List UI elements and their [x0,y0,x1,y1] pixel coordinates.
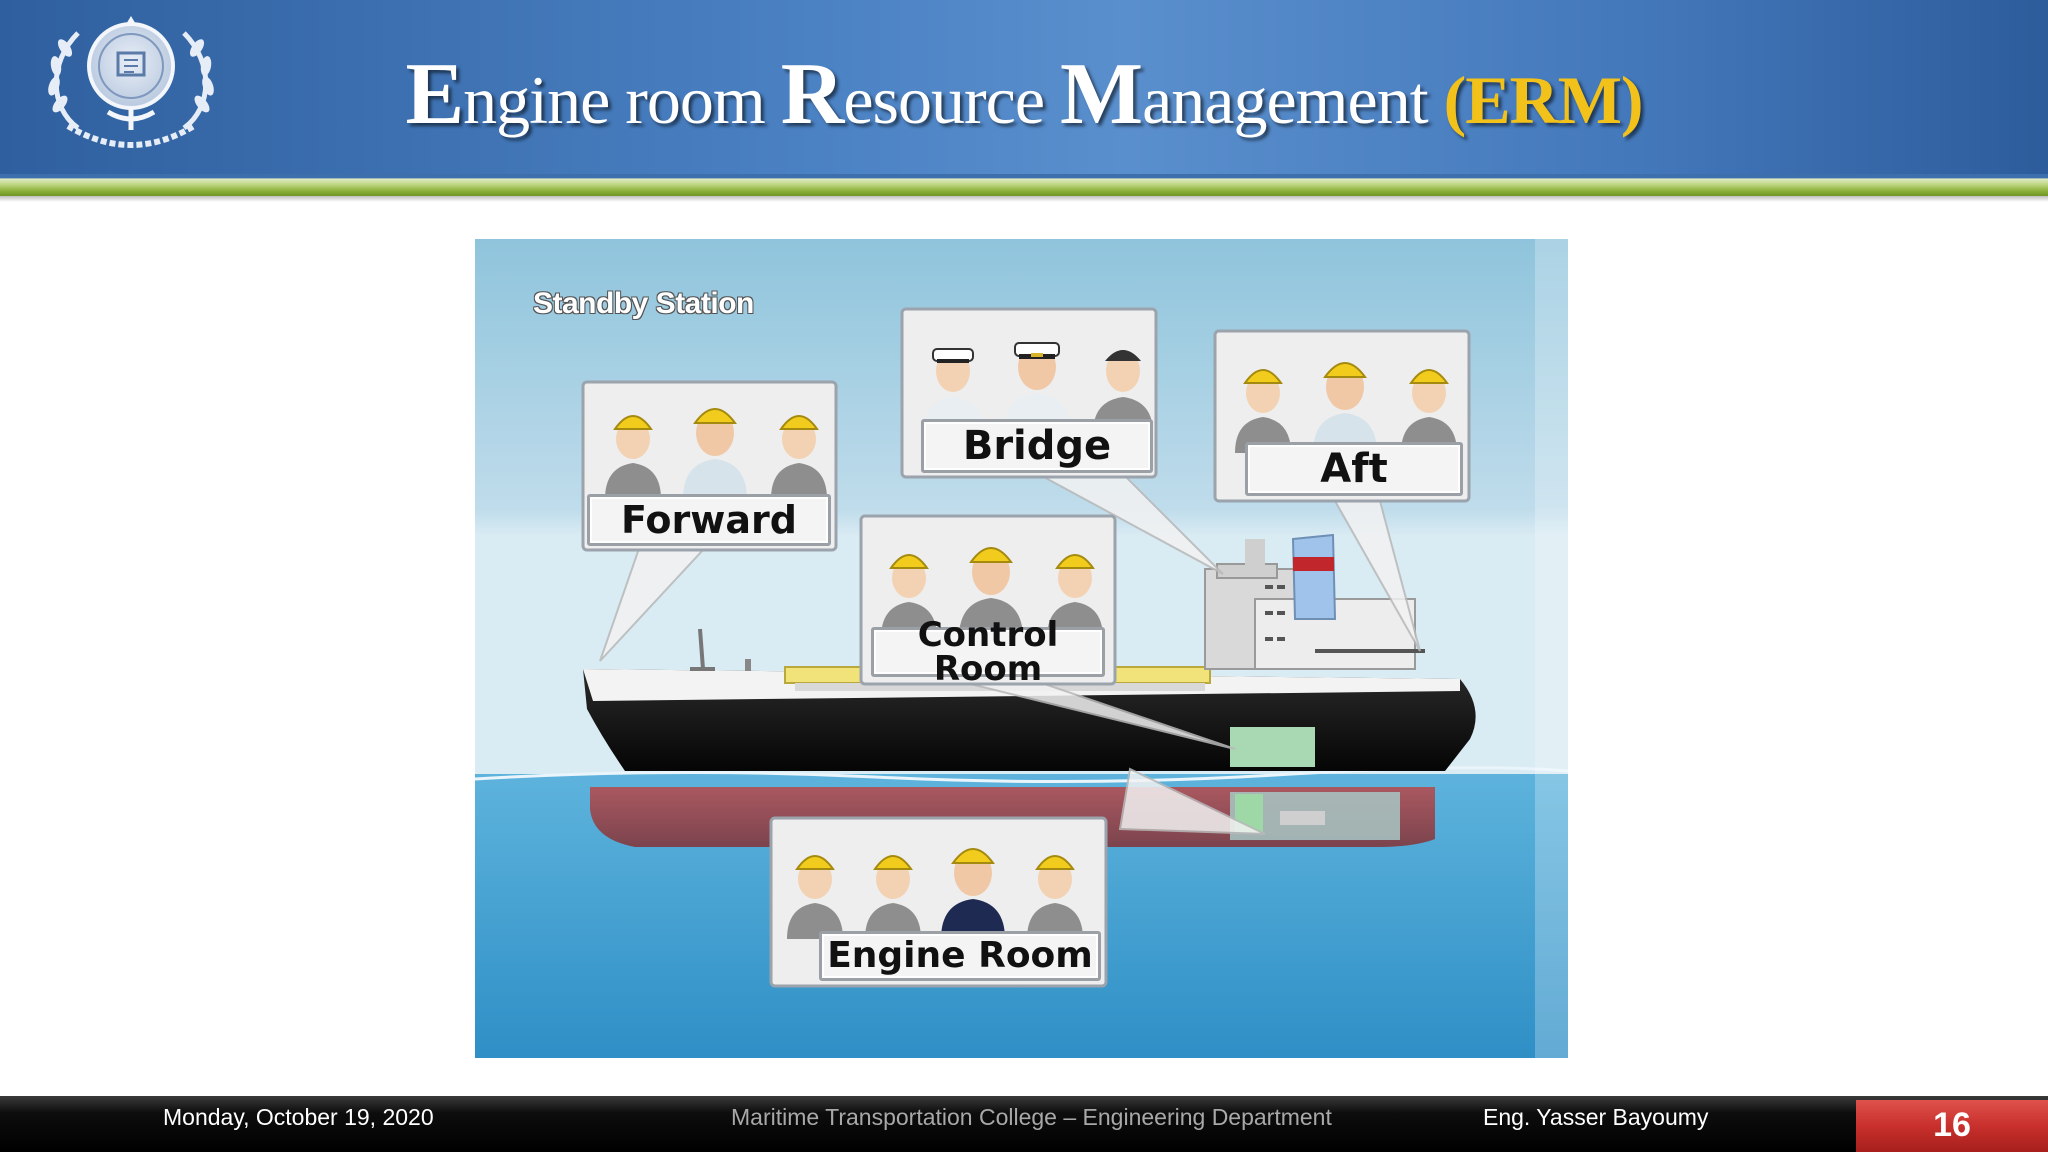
title-part: E [405,46,464,143]
title-part: anagement [1142,62,1444,138]
engine-room-label: Engine Room [819,931,1101,981]
aft-label: Aft [1245,442,1463,496]
page-number-badge [1856,1100,2048,1152]
footer-date: Monday, October 19, 2020 [163,1104,434,1130]
footer-author: Eng. Yasser Bayoumy [1483,1104,1709,1130]
engine-room-pointer [1118,767,1266,835]
control-room-label: Control Room [871,618,1105,686]
slide-footer [0,1096,2048,1152]
standby-station-illustration: Standby Station Forward Bridge Aft Contr… [475,239,1568,1058]
slide-title: Engine room Resource Management (ERM) [0,44,2048,145]
title-acronym: (ERM) [1443,62,1644,138]
title-part: M [1060,46,1143,143]
control-room-cutaway [1230,727,1315,767]
header-accent-stripe [0,174,2048,196]
aft-crew [1235,362,1457,453]
bridge-label: Bridge [921,419,1153,473]
slide-header [0,0,2048,174]
header-shadow [0,196,2048,202]
academy-emblem-icon [38,8,224,158]
footer-department: Maritime Transportation College – Engine… [731,1104,1332,1130]
title-part: esource [843,62,1061,138]
title-part: R [780,46,845,143]
ship-funnel [1291,533,1337,620]
forward-crew [605,408,827,499]
forward-label: Forward [587,494,831,546]
title-part: ngine room [463,62,781,138]
page-number: 16 [1933,1106,1971,1144]
engine-room-crew [787,848,1083,939]
standby-station-heading: Standby Station [533,287,754,320]
